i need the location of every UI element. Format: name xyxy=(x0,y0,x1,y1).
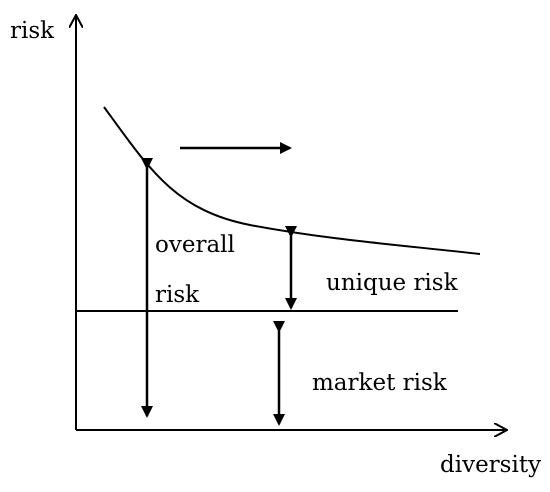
x-axis-label: diversity xyxy=(440,452,541,478)
y-axis-label: risk xyxy=(10,18,55,44)
overall-risk-label-line2: risk xyxy=(155,282,200,308)
market-risk-label: market risk xyxy=(312,370,448,396)
overall-risk-label-line1: overall xyxy=(155,232,235,258)
unique-risk-label: unique risk xyxy=(326,270,459,296)
